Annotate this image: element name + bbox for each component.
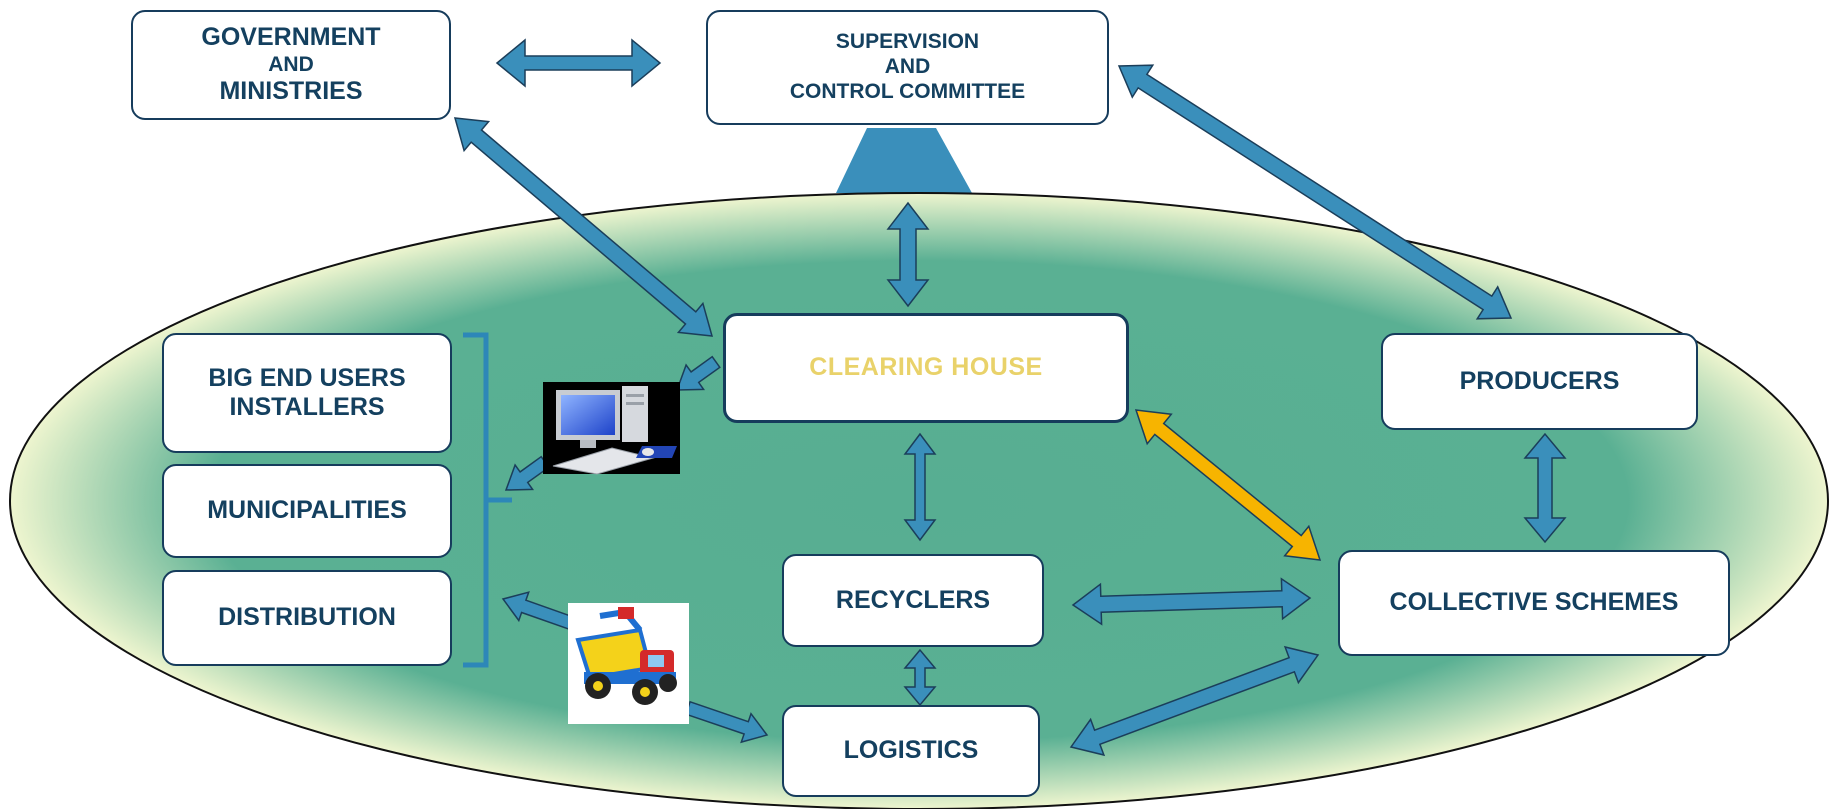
- toy-truck-icon: [568, 603, 689, 724]
- arrow-recyclers-collective: [1071, 577, 1312, 626]
- supervision-pedestal: [836, 128, 972, 193]
- arrow-supervision-clearing: [886, 201, 930, 308]
- supervision-box: SUPERVISION AND CONTROL COMMITTEE: [706, 10, 1109, 125]
- logistics-box: LOGISTICS: [782, 705, 1040, 797]
- arrow-clearing-recyclers: [903, 432, 937, 542]
- arrow-government-supervision: [495, 38, 662, 88]
- government-box: GOVERNMENT AND MINISTRIES: [131, 10, 451, 120]
- supervision-line3: CONTROL COMMITTEE: [789, 79, 1026, 103]
- group-bracket: [463, 332, 512, 668]
- big-end-users-box: BIG END USERS INSTALLERS: [162, 333, 452, 453]
- recyclers-label: RECYCLERS: [835, 585, 991, 614]
- clearing-house-label: CLEARING HOUSE: [809, 353, 1043, 382]
- arrow-truck-logistics: [684, 700, 769, 744]
- arrow-clearing-collective: [1134, 409, 1322, 561]
- producers-box: PRODUCERS: [1381, 333, 1698, 430]
- government-line1: GOVERNMENT: [201, 23, 381, 52]
- distribution-box: DISTRIBUTION: [162, 570, 452, 666]
- big-end-users-line2: INSTALLERS: [229, 393, 385, 421]
- arrow-supervision-producers: [1117, 64, 1513, 320]
- clearing-house-box: CLEARING HOUSE: [723, 313, 1129, 423]
- supervision-line1: SUPERVISION: [835, 30, 980, 54]
- distribution-label: DISTRIBUTION: [218, 603, 396, 632]
- arrow-clearing-computer: [675, 355, 721, 391]
- producers-label: PRODUCERS: [1459, 366, 1620, 395]
- arrow-distribution-truck: [501, 591, 575, 631]
- big-end-users-line1: BIG END USERS: [208, 363, 406, 392]
- government-line3: MINISTRIES: [219, 77, 363, 106]
- logistics-label: LOGISTICS: [843, 736, 979, 765]
- arrow-government-clearing: [453, 117, 714, 337]
- collective-schemes-box: COLLECTIVE SCHEMES: [1338, 550, 1730, 656]
- municipalities-box: MUNICIPALITIES: [162, 464, 452, 558]
- supervision-line2: AND: [884, 55, 931, 79]
- arrow-logistics-collective: [1069, 645, 1320, 757]
- recyclers-box: RECYCLERS: [782, 554, 1044, 647]
- computer-icon: [543, 382, 680, 475]
- collective-schemes-label: COLLECTIVE SCHEMES: [1389, 588, 1679, 617]
- municipalities-label: MUNICIPALITIES: [207, 496, 407, 525]
- government-line2: AND: [268, 52, 314, 76]
- arrow-producers-collective: [1523, 432, 1567, 544]
